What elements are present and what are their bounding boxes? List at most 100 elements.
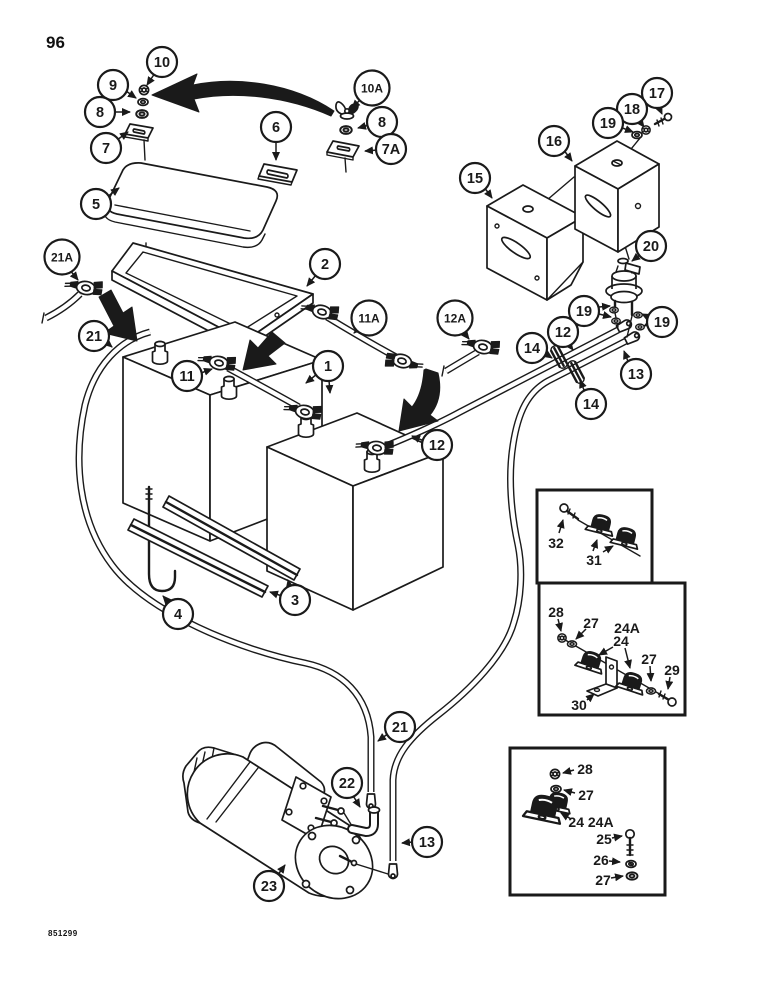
svg-text:18: 18 [624,102,640,118]
part-label-29: 29 [664,662,680,690]
callout-20: 20 [631,229,668,263]
install-arrow-right [398,368,441,432]
svg-text:7: 7 [102,141,110,157]
callout-22: 22 [330,766,364,808]
svg-text:14: 14 [583,397,599,413]
svg-text:28: 28 [577,761,593,777]
callout-2: 2 [306,247,342,287]
lock-washer-26 [625,859,637,869]
bolt-25 [624,828,636,857]
part-label-24-24A: 24 24A [560,812,614,830]
svg-text:31: 31 [586,552,602,568]
callout-10: 10 [145,45,179,86]
cable-lug [623,329,642,346]
callout-13: 13 [619,350,653,391]
svg-text:12A: 12A [444,312,466,326]
svg-text:25: 25 [596,831,612,847]
plate-7A [326,140,360,161]
ground-cable-21 [75,328,377,810]
battery-cable-12 [354,317,634,458]
svg-text:15: 15 [467,171,483,187]
j-bolt-4 [145,485,177,593]
angle-bracket-30 [586,656,618,697]
callout-23: 23 [252,864,286,903]
battery-holddown [127,485,301,598]
mounting-bracket-16 [574,140,660,253]
callout-13: 13 [401,825,444,859]
svg-text:13: 13 [628,367,644,383]
callout-1: 1 [305,349,345,394]
callout-11A: 11A [350,299,388,337]
terminal-clamp-12A [441,332,502,377]
washer-19 [635,323,645,331]
svg-text:1: 1 [324,359,332,375]
svg-text:12: 12 [555,325,571,341]
svg-text:21: 21 [392,720,408,736]
washer-8b [339,125,353,135]
bolt-29 [657,690,677,707]
callout-11: 11 [170,359,213,393]
cover-slot-plate-6 [257,163,298,186]
cover-hardware-right [326,101,360,161]
callout-19: 19 [567,294,612,328]
washer-9 [137,97,149,107]
jumper-cable-1 [196,348,324,423]
svg-text:19: 19 [600,116,616,132]
mounting-bracket-15 [486,184,584,301]
plate-7 [124,123,154,142]
part-label-28: 28 [548,604,564,632]
svg-text:2: 2 [321,257,329,273]
svg-text:11A: 11A [358,312,380,326]
part-label-28: 28 [562,761,593,777]
washer-19 [631,130,643,140]
callout-6: 6 [259,110,293,161]
svg-text:8: 8 [96,105,104,121]
svg-text:5: 5 [92,197,100,213]
washer-8 [135,109,149,119]
callout-12: 12 [546,315,580,351]
inset-box-24-28 [508,746,667,897]
svg-text:9: 9 [109,78,117,94]
washer-19 [609,306,619,314]
callout-7A: 7A [364,132,408,166]
callout-19: 19 [591,106,634,140]
starter-end-cap [294,824,374,900]
callout-15: 15 [458,161,493,199]
callout-14: 14 [515,331,553,365]
svg-text:27: 27 [595,872,611,888]
svg-text:24 24A: 24 24A [568,814,613,830]
cable-lug [387,863,399,880]
battery-post [151,340,169,366]
svg-text:24A: 24A [614,620,640,636]
part-label-27: 27 [595,872,624,888]
disconnect-switch-20 [605,257,645,338]
callout-3: 3 [269,579,312,617]
svg-text:17: 17 [649,86,665,102]
svg-text:10A: 10A [361,82,383,96]
doc-code: 851299 [48,929,78,938]
callout-17: 17 [640,76,674,115]
nut-28 [549,768,561,780]
part-label-27: 27 [641,651,657,682]
install-arrow-middle [242,331,286,371]
jumper-cable-11A [299,297,425,376]
starter-cable-13 [387,329,642,880]
install-arrow-top [151,73,335,117]
nut-28 [557,633,567,643]
svg-text:32: 32 [548,535,564,551]
washer-19 [611,317,621,325]
holddown-strip-3 [162,495,301,581]
cover-hardware-left [124,84,154,142]
callout-9: 9 [96,68,137,102]
svg-text:10: 10 [154,55,170,71]
part-label-27: 27 [563,787,594,803]
svg-text:23: 23 [261,879,277,895]
part-label-24A: 24A [614,620,640,636]
part-label-26: 26 [593,852,621,868]
callout-8: 8 [83,95,131,129]
callout-7: 7 [89,131,129,165]
callout-21: 21 [77,319,113,353]
svg-text:21A: 21A [51,251,73,265]
